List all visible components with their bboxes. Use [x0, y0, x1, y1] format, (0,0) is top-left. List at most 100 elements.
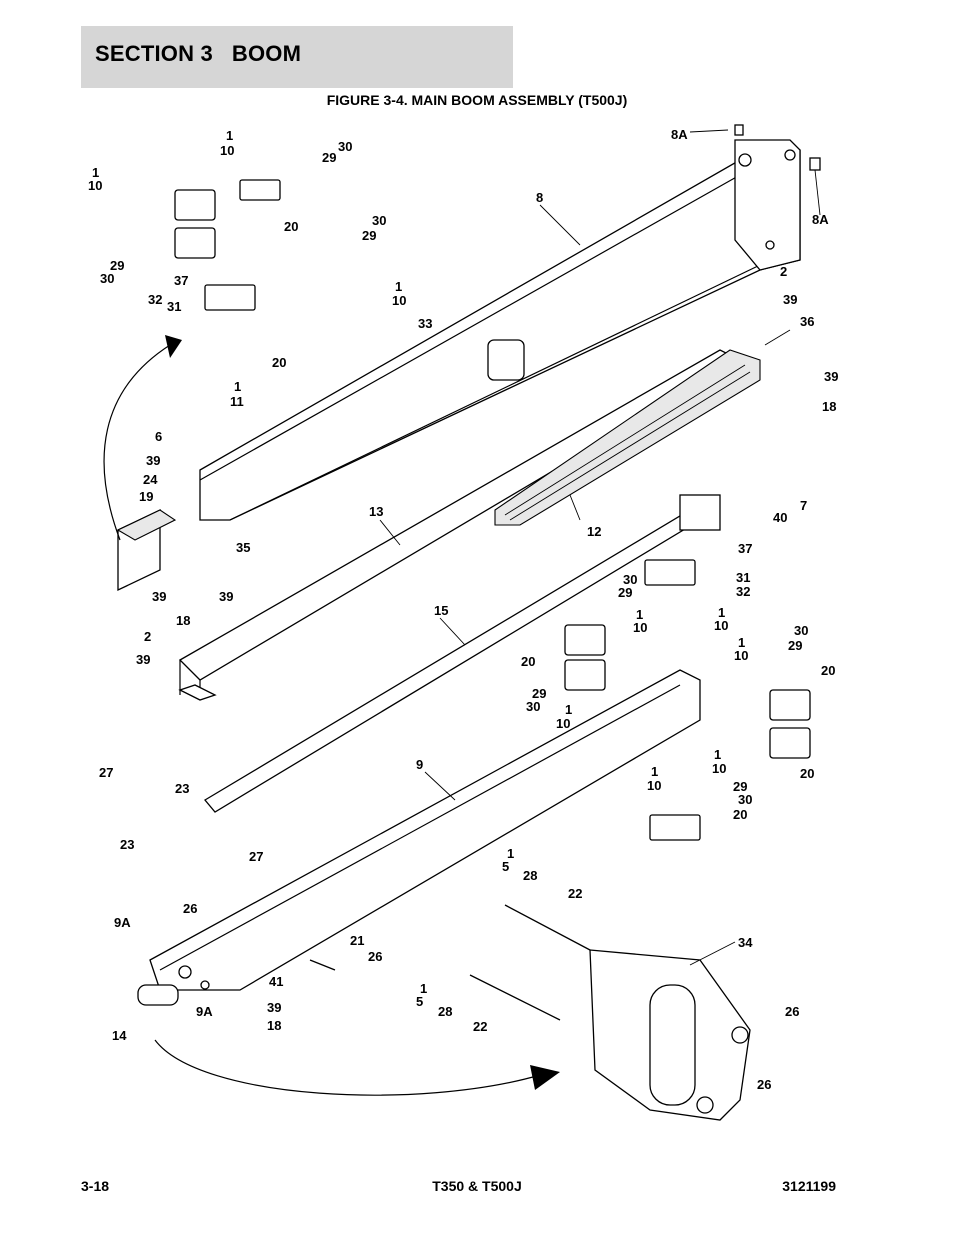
callout-59: 30: [526, 699, 540, 714]
callout-3: 29: [322, 150, 336, 165]
callout-21: 33: [418, 316, 432, 331]
callout-86: 5: [416, 994, 423, 1009]
callout-80: 9A: [114, 915, 131, 930]
callout-93: 14: [112, 1028, 127, 1043]
callout-14: 37: [174, 273, 188, 288]
callout-87: 39: [267, 1000, 281, 1015]
section-header-band: SECTION 3 BOOM: [81, 26, 513, 88]
callout-13: 30: [100, 271, 114, 286]
callout-23: 20: [272, 355, 286, 370]
callout-24: 39: [824, 369, 838, 384]
callout-85: 41: [269, 974, 283, 989]
callout-79: 26: [183, 901, 197, 916]
callout-74: 27: [249, 849, 263, 864]
callout-16: 1: [395, 279, 402, 294]
callout-31: 19: [139, 489, 153, 504]
callout-58: 29: [532, 686, 546, 701]
callout-77: 28: [523, 868, 537, 883]
callout-6: 10: [88, 178, 102, 193]
callout-69: 10: [647, 778, 661, 793]
callout-78: 22: [568, 886, 582, 901]
callout-20: 39: [783, 292, 797, 307]
callout-76: 5: [502, 859, 509, 874]
callout-46: 1: [718, 605, 725, 620]
callout-12: 29: [110, 258, 124, 273]
callout-45: 1: [636, 607, 643, 622]
callout-71: 30: [738, 792, 752, 807]
callout-75: 1: [507, 846, 514, 861]
callout-82: 34: [738, 935, 753, 950]
callout-32: 7: [800, 498, 807, 513]
leader-lines: [379, 129, 821, 966]
callout-66: 10: [712, 761, 726, 776]
callout-54: 39: [136, 652, 150, 667]
section-title: SECTION 3 BOOM: [95, 41, 302, 66]
callout-22: 36: [800, 314, 814, 329]
footer-model: T350 & T500J: [432, 1178, 522, 1194]
diagram-artwork: [103, 124, 821, 1121]
callout-5: 1: [92, 165, 99, 180]
callout-51: 2: [144, 629, 151, 644]
callout-42: 39: [152, 589, 166, 604]
callout-28: 6: [155, 429, 162, 444]
callout-8: 8A: [812, 212, 829, 227]
callout-81: 21: [350, 933, 364, 948]
callout-63: 9: [416, 757, 423, 772]
callout-18: 32: [148, 292, 162, 307]
callout-47: 18: [176, 613, 190, 628]
callout-11: 29: [362, 228, 376, 243]
pins: [137, 904, 591, 1021]
callout-89: 9A: [196, 1004, 213, 1019]
callout-68: 20: [800, 766, 814, 781]
callout-36: 35: [236, 540, 250, 555]
callout-35: 12: [587, 524, 601, 539]
callout-72: 20: [733, 807, 747, 822]
callout-0: 1: [226, 128, 233, 143]
figure-title: FIGURE 3-4. MAIN BOOM ASSEMBLY (T500J): [326, 92, 628, 108]
callout-29: 39: [146, 453, 160, 468]
callout-67: 23: [175, 781, 189, 796]
callout-19: 31: [167, 299, 181, 314]
callout-83: 26: [368, 949, 382, 964]
callout-15: 2: [780, 264, 787, 279]
callout-57: 20: [821, 663, 835, 678]
callout-43: 39: [219, 589, 233, 604]
callout-39: 31: [736, 570, 750, 585]
callout-48: 10: [633, 620, 647, 635]
callout-61: 10: [556, 716, 570, 731]
lower-boom-section: [149, 669, 701, 991]
callout-40: 29: [618, 585, 632, 600]
callout-27: 18: [822, 399, 836, 414]
callout-60: 1: [565, 702, 572, 717]
callout-50: 30: [794, 623, 808, 638]
boom-end-box: [116, 508, 177, 592]
footer-page-number: 3-18: [81, 1178, 110, 1194]
footer-doc-number: 3121199: [782, 1178, 836, 1194]
callout-44: 15: [434, 603, 448, 618]
callout-10: 20: [284, 219, 298, 234]
callout-49: 10: [714, 618, 728, 633]
callout-26: 11: [230, 394, 244, 409]
callout-90: 26: [785, 1004, 799, 1019]
callout-84: 1: [420, 981, 427, 996]
inner-boom-section: [178, 349, 742, 701]
assembly-arrows: [103, 335, 560, 1096]
callout-1: 10: [220, 143, 234, 158]
callout-65: 1: [651, 764, 658, 779]
chain-carrier: [494, 349, 761, 526]
callout-62: 1: [714, 747, 721, 762]
pivot-bracket: [589, 949, 751, 1121]
callout-9: 30: [372, 213, 386, 228]
callout-53: 29: [788, 638, 802, 653]
callout-33: 13: [369, 504, 383, 519]
callout-17: 10: [392, 293, 406, 308]
callout-92: 22: [473, 1019, 487, 1034]
callout-4: 8A: [671, 127, 688, 142]
wear-pads: [174, 179, 811, 841]
callout-52: 1: [738, 635, 745, 650]
callout-30: 24: [143, 472, 158, 487]
callout-37: 37: [738, 541, 752, 556]
callout-88: 28: [438, 1004, 452, 1019]
callout-56: 10: [734, 648, 748, 663]
